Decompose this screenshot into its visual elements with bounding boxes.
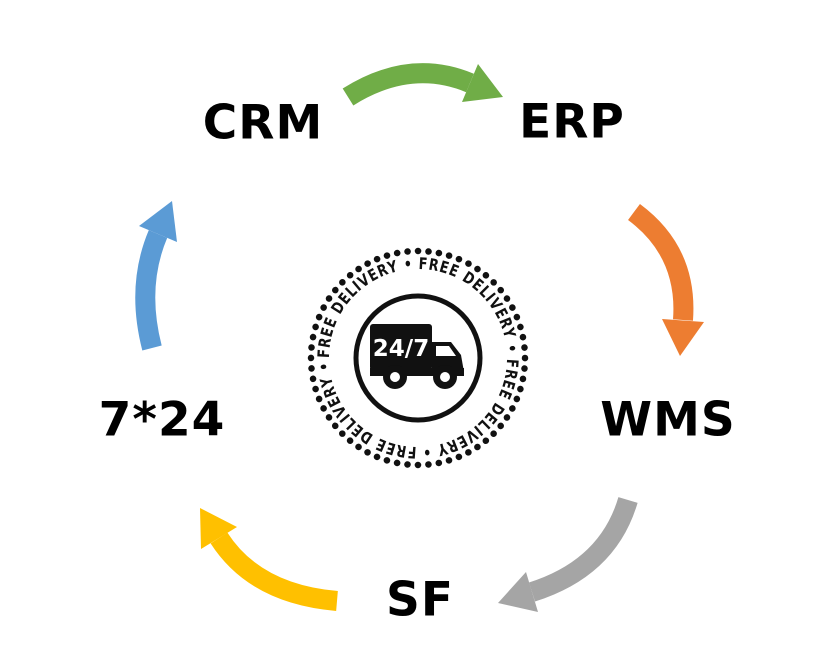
node-label-support: 7*24 <box>98 392 226 448</box>
arrow-wms-to-sf-body <box>528 496 638 602</box>
arrow-support-to-crm-body <box>135 230 168 351</box>
truck-front-hub <box>440 372 450 382</box>
arrow-wms-to-sf-head <box>498 572 538 612</box>
arrow-erp-to-wms-body <box>627 203 694 321</box>
truck-window <box>436 346 456 356</box>
arrow-sf-to-support-body <box>210 532 338 611</box>
arrow-erp-to-wms-head <box>662 319 704 356</box>
arrow-erp-to-wms <box>627 203 704 356</box>
badge-outer-dotted-ring <box>307 247 529 469</box>
truck-chassis <box>370 368 464 376</box>
arrow-crm-to-erp <box>342 63 503 106</box>
badge-truck-label: 24/7 <box>373 336 429 362</box>
node-label-wms: WMS <box>600 392 736 448</box>
delivery-truck-icon: 24/7 <box>370 324 464 389</box>
arrow-sf-to-support-head <box>200 508 237 549</box>
node-label-crm: CRM <box>202 95 324 151</box>
free-delivery-badge: FREE DELIVERY • FREE DELIVERY • FREE DEL… <box>307 247 529 469</box>
node-label-erp: ERP <box>519 94 625 150</box>
arrow-crm-to-erp-body <box>342 63 474 106</box>
arrow-support-to-crm <box>135 201 177 351</box>
arrow-crm-to-erp-head <box>462 64 503 102</box>
truck-cargo-box <box>370 324 432 370</box>
arrow-support-to-crm-head <box>139 201 177 242</box>
truck-rear-hub <box>390 372 400 382</box>
node-label-sf: SF <box>386 572 454 628</box>
arrow-sf-to-support <box>200 508 338 611</box>
arrow-wms-to-sf <box>498 496 638 612</box>
